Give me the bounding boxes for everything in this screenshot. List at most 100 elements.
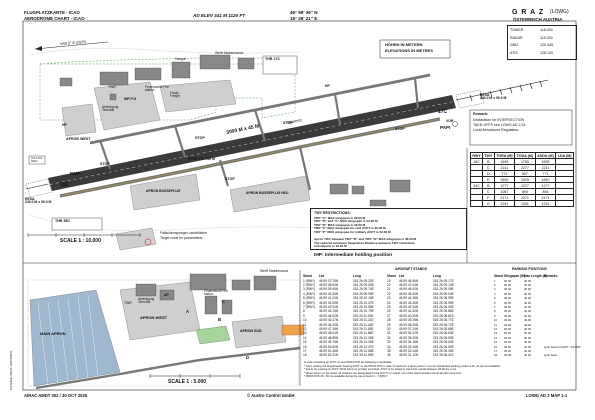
stands-cell: 015 26 09.17E (433, 278, 454, 283)
frequency-name: RADAR (510, 35, 523, 40)
parking-cell: 40.00 (524, 340, 531, 345)
terminal-building (99, 71, 129, 86)
stop-bar-2: STOP (100, 162, 110, 166)
main-runway (48, 95, 456, 191)
stands-cell: 46 59 39.28N (399, 318, 419, 323)
twy-restrictions-title: TWY RESTRICTIONS: (314, 211, 351, 215)
stands-cell: 46 59 42.05N (319, 300, 339, 305)
runway-edge-marking (119, 104, 351, 153)
stands-cell: 46 59 49.75N (319, 340, 339, 345)
stands-cell: 15 (303, 340, 307, 345)
label-apron-west: APRON WEST (66, 137, 91, 141)
stands-header-cell: Stand (387, 274, 396, 278)
stands-cell: 1 (RWY) (303, 278, 316, 283)
parking-cell: 40.00 (524, 348, 531, 353)
parking-cell: 40.00 (524, 313, 531, 318)
runway-centreline (49, 101, 455, 185)
label-parachute-area: Fallschirmspringer Landefläche (160, 231, 208, 235)
remark-box (469, 109, 573, 146)
parking-cell: 36.00 (504, 291, 511, 296)
stands-cell: 015 26 09.74E (353, 287, 374, 292)
parking-cell: 36.00 (504, 282, 511, 287)
twy-restriction-line: TWY "B" and "C" MAX wingspan is 52.00 M (314, 219, 378, 224)
parking-cell: 8 (494, 309, 496, 314)
footnote-line: * When shown on the stand, all positions… (304, 371, 462, 375)
stands-cell: 015 26 12.47E (353, 344, 374, 349)
stands-cell: 46 59 44.38N (399, 296, 419, 301)
footnote-line: * due to the parking on ACFT 26/32 stand… (304, 368, 457, 372)
declared-cell (555, 200, 574, 207)
maintenance-building (199, 54, 231, 70)
chart-type-en: AERODROME CHART - ICAO (24, 16, 85, 21)
parachute-target (144, 238, 152, 246)
apron-busseplug (129, 173, 201, 211)
parking-cell: 9 (494, 313, 496, 318)
terrain-line-north (29, 48, 301, 56)
label-apron-west-lower: APRON WEST (140, 315, 168, 320)
footnote-line: * when parking the largest/wider bearing… (304, 364, 501, 368)
stands-cell: 46 59 40.30N (399, 313, 419, 318)
twy-restriction-line: The reduced minimum Separation Distance … (314, 240, 415, 245)
parking-header-cell: Wingspan (M) (504, 274, 525, 278)
stands-cell: 46 59 46.42N (399, 287, 419, 292)
stands-header-cell: Stand (303, 274, 312, 278)
parking-cell: 14 (494, 335, 498, 340)
parking-cell: 16 (494, 344, 498, 349)
label-hangar: Hangar (175, 57, 187, 61)
parking-cell: 40.00 (524, 278, 531, 283)
frequency-name: TOWER (510, 28, 524, 32)
stands-cell: 46 59 43.76N (319, 309, 339, 314)
parking-cell: 36.00 (504, 353, 511, 358)
parking-cell: 40.00 (524, 282, 531, 287)
apron-west-north (61, 103, 97, 137)
label-vor: VOR (446, 119, 454, 123)
footnotes: In case of parking an ACFT on one PR/43 … (304, 361, 574, 379)
stands-cell: 015 26 09.13E (433, 282, 454, 287)
label-twr-lower: TWR (124, 301, 132, 305)
parking-cell: 3 (494, 287, 496, 292)
stands-cell: 46 59 48.46N (399, 278, 419, 283)
parking-cell: 36.00 (504, 344, 511, 349)
parking-cell: 36.00 (504, 278, 511, 283)
stands-cell: 015 26 12.89E (353, 353, 374, 358)
stands-cell: 46 59 48.89N (319, 335, 339, 340)
twy-restriction-line: TWY "C" MAX wingspan is 60.00 M (314, 215, 366, 220)
lower-aerodrome-map (27, 270, 305, 390)
apron-terminal (159, 79, 237, 113)
label-freight: Frankl Freight (170, 91, 180, 99)
arp-latitude: 46° 59' 36" N (290, 10, 318, 15)
taxiway-d: D (246, 355, 250, 360)
label-maintenance-lower: Werft Maintenance (260, 269, 289, 273)
label-maintenance: Werft Maintenance (215, 51, 244, 55)
elevation-note-en: ELEVATIONS IN METRES (385, 48, 433, 53)
stands-cell: 31 (387, 331, 391, 336)
stands-cell: 015 26 11.21E (353, 318, 374, 323)
parking-cell: 40.00 (524, 318, 531, 323)
parking-cell: 36.00 (504, 304, 511, 309)
remark-line-1: Declaration for INTERSECTION (473, 118, 525, 122)
stands-cell: 13 (303, 331, 307, 336)
page-identifier: LOWG AD 2 MAP 1-1 (526, 393, 568, 398)
stands-cell: 46 59 45.40N (399, 291, 419, 296)
south-aprons (115, 173, 311, 251)
stands-cell: 19 (387, 278, 391, 283)
stands-title: AIRCRAFT STANDS (395, 267, 427, 271)
stands-cell: 8 (303, 309, 305, 314)
stands-cell: 4 (RWY) (303, 291, 316, 296)
stands-cell: 015 26 09.32E (353, 278, 374, 283)
thr-info-box (51, 217, 103, 231)
stands-cell: 27 (387, 313, 391, 318)
parking-cell: 36.00 (504, 309, 511, 314)
copyright: © Austro Control GmbH (247, 393, 295, 398)
stands-cell: 015 26 08.95E (433, 300, 454, 305)
stands-cell: 46 59 43.36N (399, 300, 419, 305)
parking-cell: 36.00 (504, 287, 511, 292)
boundary-line (39, 57, 295, 65)
threshold-17c: THR 17C (265, 57, 280, 61)
stands-cell: 015 26 08.41E (433, 353, 454, 358)
